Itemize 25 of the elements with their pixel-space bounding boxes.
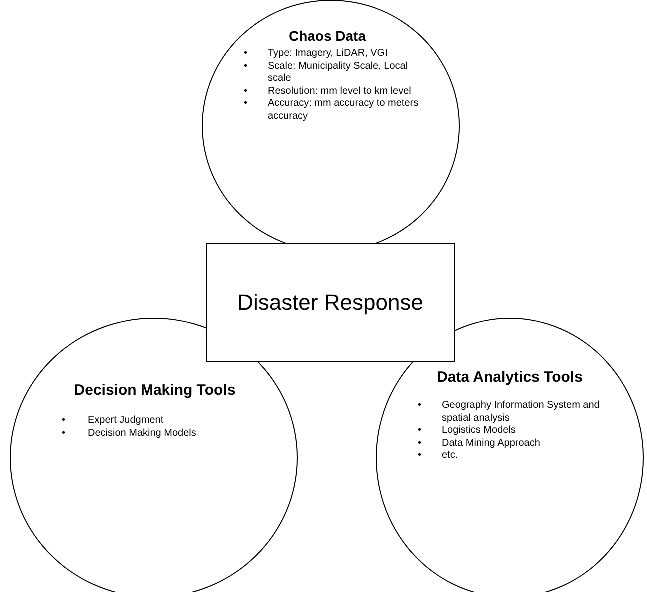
box-title: Disaster Response bbox=[238, 290, 424, 316]
bullet-mark: • bbox=[244, 98, 249, 110]
bullet-item: Data Mining Approach bbox=[442, 438, 542, 450]
bullet-mark: • bbox=[244, 60, 249, 73]
bullet-item: Geography Information System and spatial analysis bbox=[442, 400, 601, 425]
bullet-item: Type: Imagery, LiDAR, VGI bbox=[268, 48, 389, 60]
bullet-item: etc. bbox=[442, 450, 460, 462]
bullet-mark: • bbox=[244, 48, 249, 60]
bullet-mark: • bbox=[244, 86, 249, 98]
circle-heading: Decision Making Tools bbox=[73, 382, 237, 399]
circle-heading: Chaos Data bbox=[288, 28, 368, 44]
bullet-item: Accuracy: mm accuracy to meters accuracy bbox=[268, 98, 420, 123]
bullet-item: Logistics Models bbox=[442, 425, 517, 438]
bullet-mark: • bbox=[62, 415, 67, 428]
center-box bbox=[206, 243, 455, 362]
bullet-item: Scale: Municipality Scale, Local scale bbox=[268, 60, 410, 86]
bullet-item: Decision Making Models bbox=[88, 428, 198, 440]
bullet-mark: • bbox=[418, 438, 423, 450]
bullet-mark: • bbox=[418, 400, 423, 412]
bullet-item: Resolution: mm level to km level bbox=[268, 86, 412, 98]
bullet-mark: • bbox=[418, 425, 423, 438]
circle-heading: Data Analytics Tools bbox=[436, 369, 584, 386]
bullet-item: Expert Judgment bbox=[88, 415, 165, 428]
bullet-mark: • bbox=[418, 450, 423, 462]
bullet-mark: • bbox=[62, 428, 67, 440]
